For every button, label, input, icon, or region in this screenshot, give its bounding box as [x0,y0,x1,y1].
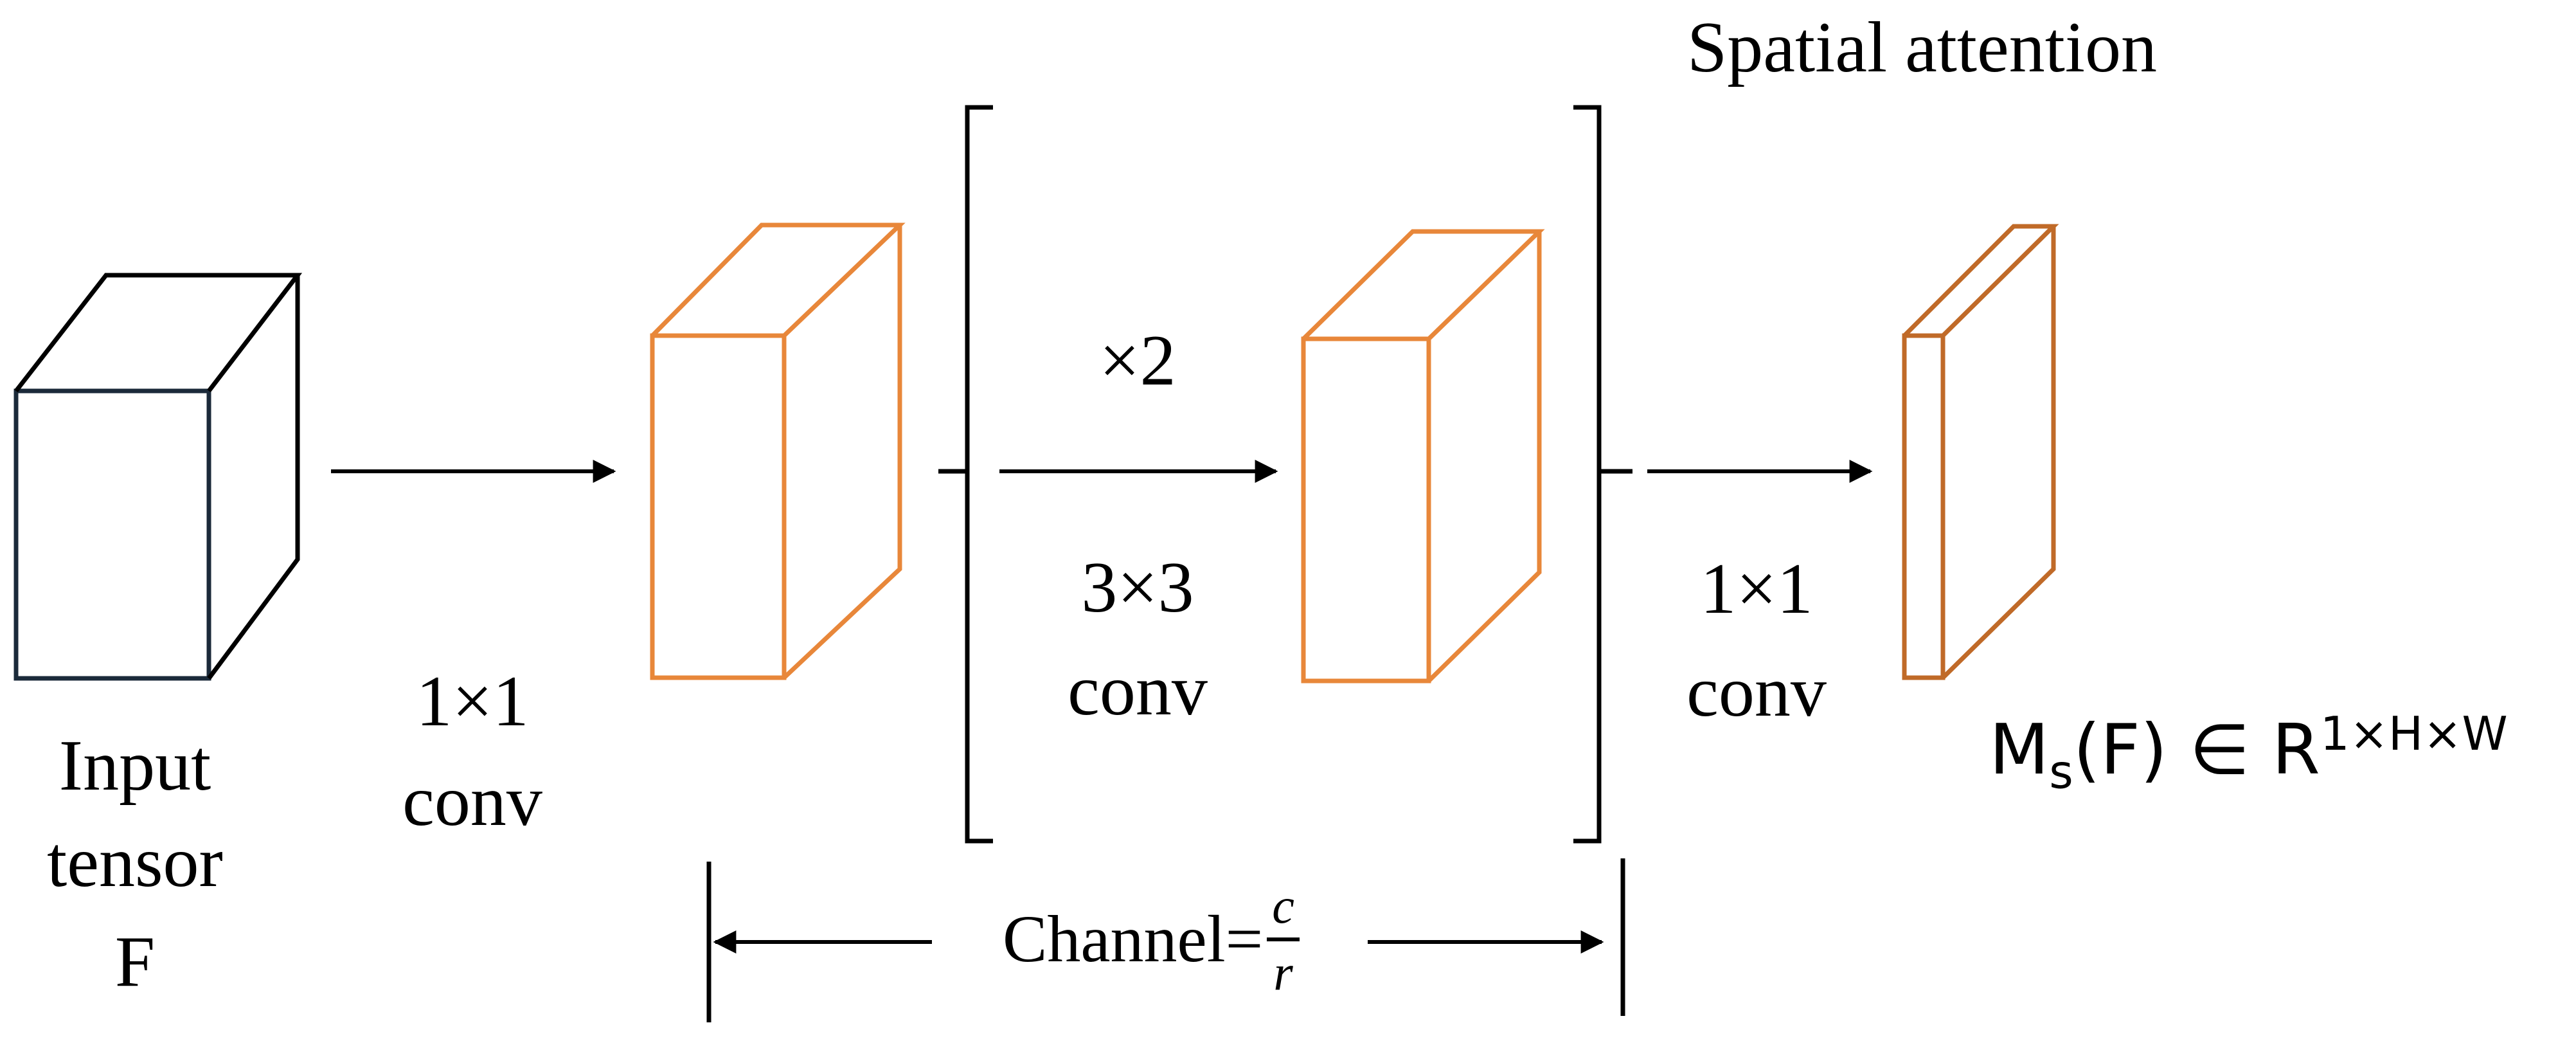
input-cube-side [207,275,300,680]
left-bracket [938,105,993,844]
input-tensor-cube [13,273,303,681]
repeat-times-label: ×2 [1099,321,1176,401]
diagram-title: Spatial attention [1687,8,2157,87]
output-formula-base: M [1989,710,2050,790]
output-side [1941,226,2056,680]
output-formula-sub: s [2049,745,2073,799]
input-cube-front [13,388,211,681]
block1-side [782,225,902,680]
channel-fraction: c r [1267,881,1300,998]
block1-front [650,333,787,680]
input-cube-top [14,273,303,393]
conv2-kernel-label: 3×3 [1081,548,1194,628]
input-label-line1: Input [58,726,211,806]
conv1-op-label: conv [402,761,542,841]
block1-top [650,222,906,338]
input-label-line2: tensor [47,822,223,902]
conv3-op-label: conv [1686,652,1827,732]
feature-block-2 [1301,229,1545,683]
channel-label-text: Channel= [1003,902,1264,976]
output-formula-sup: 1×H×W [2320,707,2508,761]
conv3-kernel-label: 1×1 [1700,549,1813,629]
output-top [1902,224,2059,338]
channel-label: Channel= c r [1003,881,1300,998]
output-front [1902,333,1945,680]
feature-block-1 [650,222,906,680]
output-attention-map [1902,224,2059,680]
output-formula-rest: (F) ∈ R [2073,710,2320,790]
block2-top [1301,229,1545,341]
input-label-line3: F [114,922,156,1002]
conv1-kernel-label: 1×1 [416,662,529,741]
block2-front [1301,336,1431,683]
channel-numerator: c [1267,881,1300,941]
conv2-op-label: conv [1068,651,1208,730]
channel-denominator: r [1273,945,1293,1000]
output-formula: Ms(F) ∈ R1×H×W [1989,711,2508,795]
right-bracket [1573,105,1632,844]
channel-dimension-marker [706,858,1625,1022]
block2-side [1427,231,1542,683]
